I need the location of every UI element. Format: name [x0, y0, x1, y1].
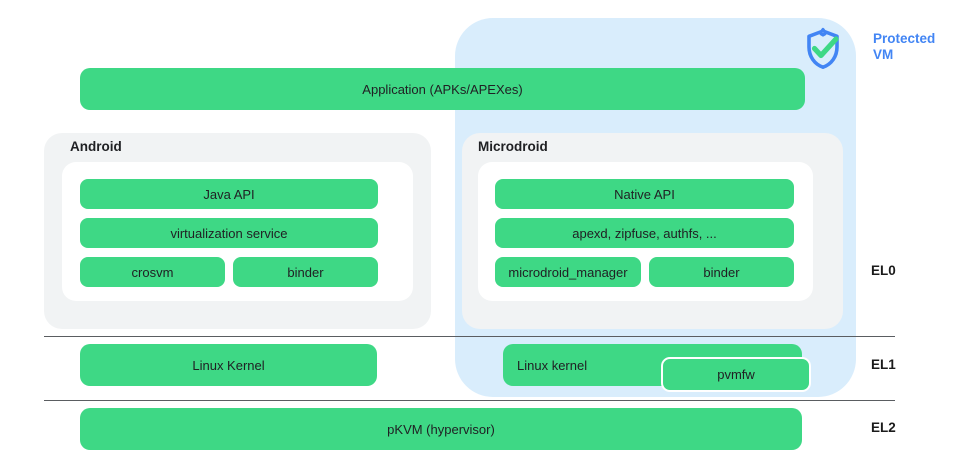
el2-label: EL2	[871, 420, 896, 435]
el0-label: EL0	[871, 263, 896, 278]
java-api-box: Java API	[80, 179, 378, 209]
protected-vm-label: Protected VM	[873, 31, 936, 63]
android-panel-title: Android	[70, 139, 122, 154]
virtualization-service-box: virtualization service	[80, 218, 378, 248]
pvmfw-box: pvmfw	[661, 357, 811, 392]
native-api-box: Native API	[495, 179, 794, 209]
shield-check-icon	[807, 27, 839, 69]
android-binder-box: binder	[233, 257, 378, 287]
crosvm-box: crosvm	[80, 257, 225, 287]
el1-el2-divider	[44, 400, 895, 401]
microdroid-panel-title: Microdroid	[478, 139, 548, 154]
microdroid-manager-box: microdroid_manager	[495, 257, 641, 287]
microdroid-binder-box: binder	[649, 257, 794, 287]
pkvm-hypervisor-box: pKVM (hypervisor)	[80, 408, 802, 450]
application-box: Application (APKs/APEXes)	[80, 68, 805, 110]
el0-el1-divider	[44, 336, 895, 337]
android-linux-kernel-box: Linux Kernel	[80, 344, 377, 386]
el1-label: EL1	[871, 357, 896, 372]
apexd-zipfuse-authfs-box: apexd, zipfuse, authfs, ...	[495, 218, 794, 248]
